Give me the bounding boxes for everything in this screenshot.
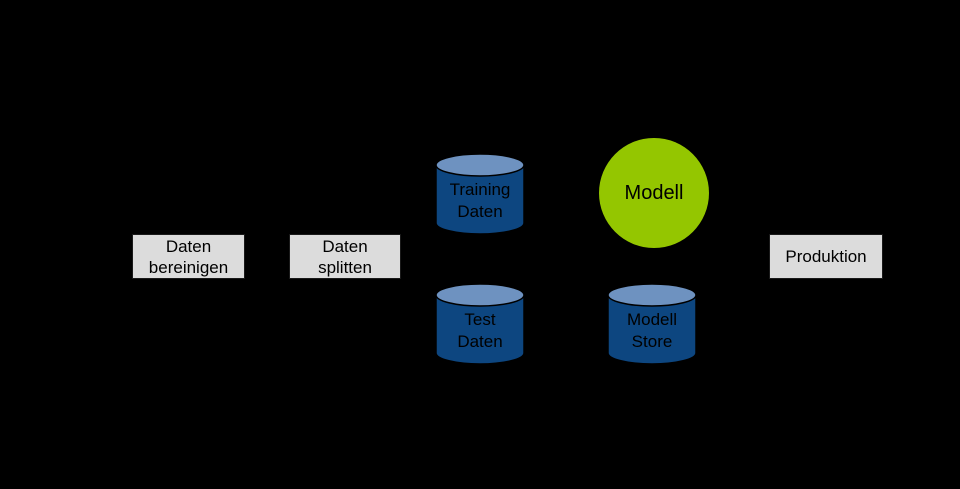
node-daten-splitten: Daten splitten [289,234,401,279]
node-modell-store: Modell Store [606,282,698,366]
node-label: Modell Store [626,310,678,351]
node-training-daten: Training Daten [434,152,526,236]
node-daten-bereinigen: Daten bereinigen [132,234,245,279]
node-label-line: Daten [322,236,368,256]
node-produktion: Produktion [769,234,883,279]
node-label-line: Daten [165,236,212,256]
node-label: Training Daten [449,180,511,221]
node-modell: Modell [599,138,709,248]
node-label-line: splitten [318,257,372,277]
node-label: Modell [624,181,684,204]
database-cylinder-icon [434,152,526,236]
node-label: Produktion [785,247,867,266]
database-cylinder-icon [606,282,698,366]
database-cylinder-icon [434,282,526,366]
node-label-line: bereinigen [148,257,229,277]
node-test-daten: Test Daten [434,282,526,366]
node-label: Test Daten [457,310,503,351]
